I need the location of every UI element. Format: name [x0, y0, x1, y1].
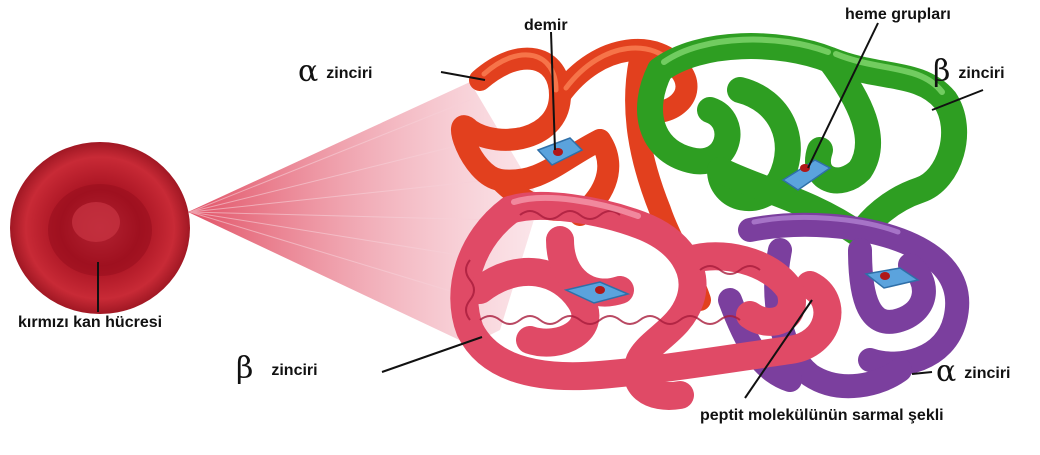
leader-beta-bottom: [382, 337, 482, 372]
label-alpha-chain-bottom: α zinciri: [936, 355, 1011, 390]
alpha-symbol: α: [298, 54, 318, 89]
label-heme-groups: heme grupları: [845, 6, 951, 24]
beta-symbol: β: [236, 351, 253, 386]
beta-symbol: β: [933, 54, 950, 89]
red-blood-cell: [10, 142, 190, 314]
label-peptide-helix: peptit molekülünün sarmal şekli: [700, 404, 960, 428]
beta-chain-top-text: zinciri: [958, 65, 1004, 82]
label-alpha-chain-top: α zinciri: [298, 55, 373, 90]
label-beta-chain-top: β zinciri: [933, 55, 1005, 90]
label-beta-chain-bottom: β zinciri: [236, 352, 318, 387]
label-iron: demir: [524, 17, 568, 35]
alpha-chain-top-text: zinciri: [326, 65, 372, 82]
beta-chain-bottom-text: zinciri: [271, 362, 317, 379]
alpha-chain-bottom-text: zinciri: [964, 365, 1010, 382]
alpha-symbol: α: [936, 354, 956, 389]
label-red-blood-cell: kırmızı kan hücresi: [18, 314, 162, 332]
